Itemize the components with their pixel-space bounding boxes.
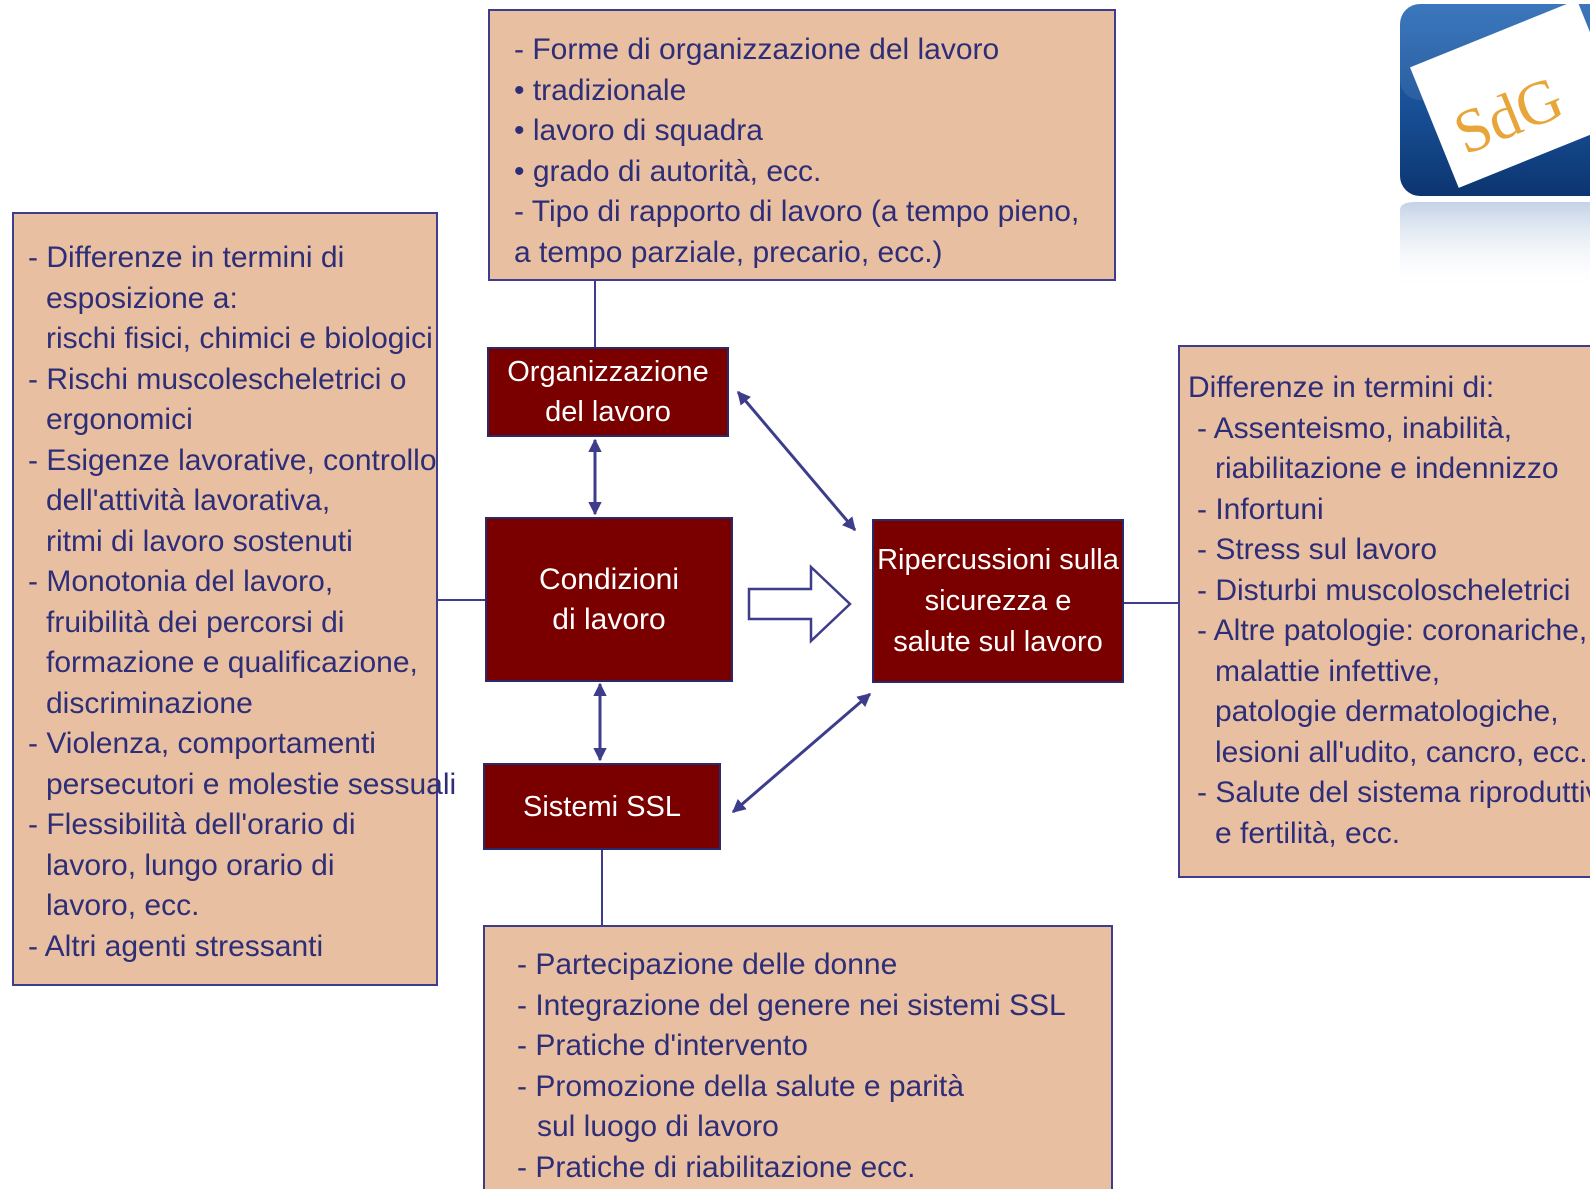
box-line: dell'attività lavorativa, (46, 484, 331, 517)
node-label: Sistemi SSL (523, 790, 681, 823)
box-line: formazione e qualificazione, (46, 646, 418, 679)
box-line: - Violenza, comportamenti (28, 727, 376, 760)
node-label: del lavoro (545, 396, 671, 428)
node-condizioni-di-lavoro: Condizioni di lavoro (485, 517, 733, 682)
arrow-org-rip (736, 390, 857, 532)
node-label: salute sul lavoro (893, 625, 1103, 658)
box-line: - Stress sul lavoro (1197, 533, 1438, 566)
arrow-sist-rip (731, 692, 872, 814)
box-line: sul luogo di lavoro (537, 1110, 779, 1143)
node-label: Condizioni (538, 562, 680, 596)
box-line: - Differenze in termini di (28, 241, 345, 274)
node-label: Organizzazione (507, 356, 709, 388)
box-line: • grado di autorità, ecc. (514, 154, 822, 188)
box-line: - Infortuni (1197, 492, 1324, 526)
box-line: - Altre patologie: coronariche, (1197, 614, 1588, 647)
box-line: malattie infettive, (1215, 654, 1441, 688)
box-line: ergonomici (46, 403, 193, 436)
box-line: - Rischi muscolescheletrici o (28, 362, 407, 396)
box-line: - Disturbi muscoloscheletrici (1197, 573, 1571, 607)
box-line: a tempo parziale, precario, ecc.) (514, 235, 943, 269)
organization-factors-box: - Forme di organizzazione del lavoro • t… (488, 9, 1116, 281)
sdg-logo-icon: SdG (1396, 0, 1590, 292)
box-line: • tradizionale (514, 73, 687, 107)
box-line: - Pratiche d'intervento (517, 1029, 808, 1062)
box-line: patologie dermatologiche, (1215, 695, 1559, 728)
working-conditions-factors-box: - Differenze in termini di esposizione a… (12, 212, 457, 986)
node-label: di lavoro (552, 602, 666, 636)
box-line: - Promozione della salute e parità (517, 1069, 964, 1103)
node-ripercussioni: Ripercussioni sulla sicurezza e salute s… (872, 519, 1124, 683)
box-line: persecutori e molestie sessuali (46, 767, 457, 801)
box-line: • lavoro di squadra (514, 114, 763, 147)
box-line: - Forme di organizzazione del lavoro (514, 33, 1000, 66)
health-impact-box: Differenze in termini di: - Assenteismo,… (1178, 345, 1590, 878)
box-line: discriminazione (46, 686, 253, 720)
box-line: Differenze in termini di: (1188, 371, 1495, 404)
box-line: lesioni all'udito, cancro, ecc. (1215, 735, 1588, 769)
osh-systems-factors-box: - Partecipazione delle donne - Integrazi… (483, 925, 1113, 1189)
box-line: riabilitazione e indennizzo (1215, 452, 1559, 485)
box-line: - Monotonia del lavoro, (28, 565, 334, 598)
box-line: - Esigenze lavorative, controllo (28, 443, 437, 477)
box-line: ritmi di lavoro sostenuti (46, 524, 353, 558)
box-line: lavoro, ecc. (46, 889, 200, 922)
box-line: - Assenteismo, inabilità, (1197, 411, 1513, 445)
box-line: - Partecipazione delle donne (517, 948, 898, 981)
box-line: - Salute del sistema riproduttivo (1197, 776, 1590, 809)
box-line: - Altri agenti stressanti (28, 929, 324, 963)
box-line: lavoro, lungo orario di (46, 848, 335, 882)
node-sistemi-ssl: Sistemi SSL (483, 763, 721, 850)
box-line: - Pratiche di riabilitazione ecc. (517, 1150, 916, 1184)
box-line: - Integrazione del genere nei sistemi SS… (517, 988, 1066, 1022)
node-label: Ripercussioni sulla (877, 543, 1119, 576)
box-line: e fertilità, ecc. (1215, 816, 1401, 850)
box-line: fruibilità dei percorsi di (46, 605, 345, 639)
node-organizzazione-del-lavoro: Organizzazione del lavoro (487, 347, 729, 437)
box-line: - Flessibilità dell'orario di (28, 808, 356, 841)
box-line: - Tipo di rapporto di lavoro (a tempo pi… (514, 195, 1080, 228)
node-label: sicurezza e (924, 584, 1072, 617)
hollow-arrow-icon (747, 564, 852, 644)
box-line: rischi fisici, chimici e biologici (46, 322, 433, 355)
box-line: esposizione a: (46, 281, 238, 315)
